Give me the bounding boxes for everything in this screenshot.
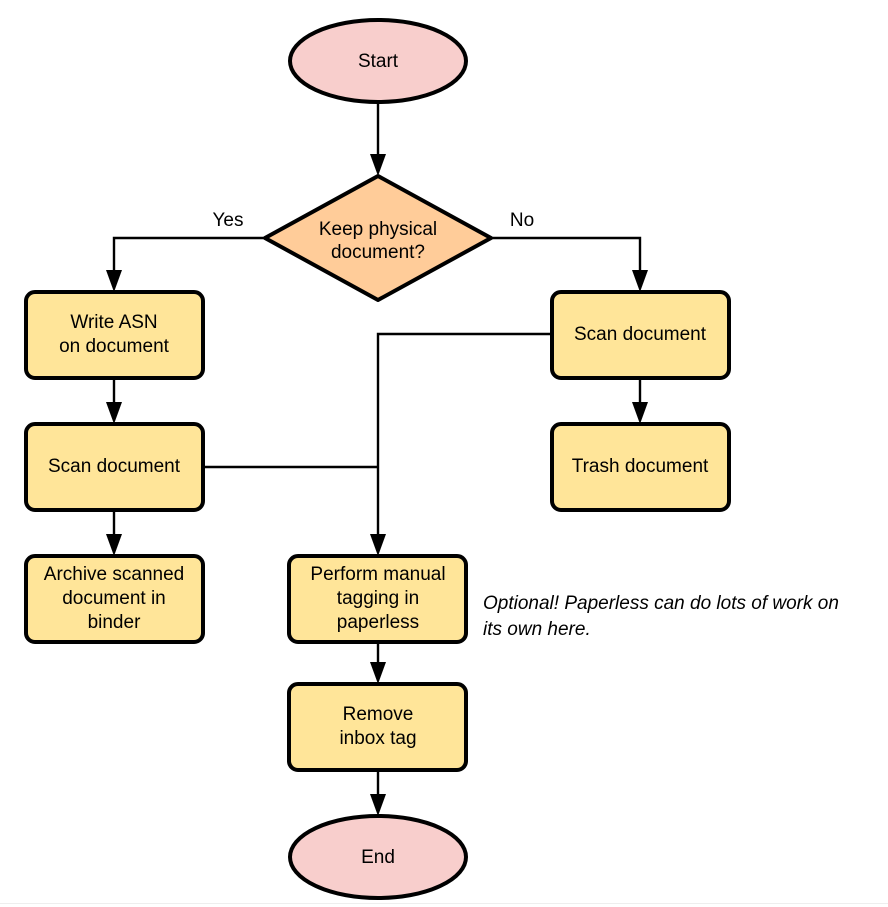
- node-tagging-label-line-3: paperless: [337, 612, 419, 633]
- node-end-label: End: [361, 847, 395, 868]
- node-decision-label-line-2: document?: [331, 242, 425, 263]
- node-scan-document-left[interactable]: Scan document: [24, 422, 205, 512]
- node-end[interactable]: End: [288, 814, 468, 900]
- edge-tagging-to-remove-inbox-tag: [370, 642, 386, 684]
- edge-scan-right-to-trash: [632, 378, 648, 424]
- node-remove-inbox-tag-label-line-2: inbox tag: [339, 728, 416, 749]
- node-archive-label-line-2: document in: [62, 588, 166, 609]
- node-scan-document-right[interactable]: Scan document: [550, 290, 731, 380]
- edge-decision-yes: Yes: [106, 210, 265, 292]
- optional-note-line-1: Optional! Paperless can do lots of work …: [483, 593, 839, 614]
- node-scan-document-right-label: Scan document: [574, 324, 707, 345]
- edge-remove-inbox-tag-to-end: [370, 770, 386, 816]
- node-start[interactable]: Start: [288, 18, 468, 104]
- node-start-label: Start: [358, 51, 399, 72]
- node-decision-label-line-1: Keep physical: [319, 219, 437, 240]
- node-keep-physical-document[interactable]: Keep physical document?: [263, 174, 493, 302]
- optional-note-line-2: its own here.: [483, 619, 591, 640]
- node-remove-inbox-tag[interactable]: Remove inbox tag: [287, 682, 468, 772]
- node-tagging-label-line-2: tagging in: [337, 588, 419, 609]
- node-archive-scanned-document-in-binder[interactable]: Archive scanned document in binder: [24, 554, 205, 644]
- node-write-asn-label-line-2: on document: [59, 336, 170, 357]
- node-archive-label-line-1: Archive scanned: [44, 564, 184, 585]
- optional-note: Optional! Paperless can do lots of work …: [483, 593, 839, 640]
- edge-decision-no: No: [491, 210, 648, 292]
- node-tagging-label-line-1: Perform manual: [310, 564, 445, 585]
- node-trash-document[interactable]: Trash document: [550, 422, 731, 512]
- edge-label-no: No: [510, 210, 534, 231]
- node-remove-inbox-tag-label-line-1: Remove: [343, 704, 414, 725]
- node-write-asn-label-line-1: Write ASN: [70, 312, 157, 333]
- edge-scan-right-to-tagging: [370, 332, 552, 556]
- node-trash-document-label: Trash document: [572, 456, 709, 477]
- node-archive-label-line-3: binder: [88, 612, 141, 633]
- node-perform-manual-tagging-in-paperless[interactable]: Perform manual tagging in paperless: [287, 554, 468, 644]
- edge-label-yes: Yes: [213, 210, 244, 231]
- edge-scan-left-to-archive: [106, 510, 122, 556]
- edge-start-to-decision: [370, 102, 386, 176]
- node-scan-document-left-label: Scan document: [48, 456, 181, 477]
- edge-write-asn-to-scan: [106, 378, 122, 424]
- node-write-asn-on-document[interactable]: Write ASN on document: [24, 290, 205, 380]
